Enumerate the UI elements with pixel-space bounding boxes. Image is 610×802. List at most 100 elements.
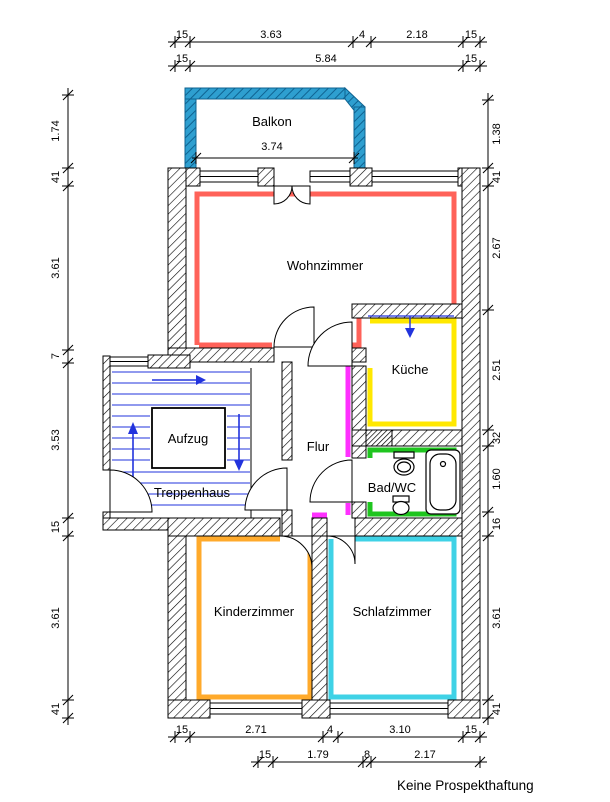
wall-kinder-schlaf bbox=[311, 535, 328, 701]
dim-label: 41 bbox=[50, 171, 62, 183]
kinderzimmer-door bbox=[279, 535, 313, 569]
schlafzimmer-label: Schlafzimmer bbox=[353, 604, 432, 619]
dim-label: 1.38 bbox=[491, 123, 503, 144]
dim-label: 2.67 bbox=[491, 237, 503, 258]
dim-label: 3.10 bbox=[389, 724, 410, 736]
balcony-door-left-leaf bbox=[273, 185, 293, 205]
dim-label: 5.84 bbox=[315, 53, 336, 65]
balkon-width-label: 3.74 bbox=[261, 141, 282, 153]
dim-label: 15 bbox=[465, 29, 477, 41]
dim-label: 8 bbox=[364, 749, 370, 761]
dim-label: 41 bbox=[50, 703, 62, 715]
bathroom-fixtures bbox=[392, 449, 461, 516]
dimension-labels: 15 3.63 4 2.18 15 15 5.84 15 15 2.71 4 3… bbox=[50, 29, 503, 761]
wall-flur-bad-1 bbox=[351, 445, 367, 459]
wall-wohnzimmer-kueche bbox=[351, 303, 463, 319]
wohnzimmer-label: Wohnzimmer bbox=[287, 258, 364, 273]
elevator: Aufzug bbox=[151, 407, 226, 469]
wall-top-2 bbox=[257, 167, 275, 187]
wall-treppenhaus-left-1 bbox=[102, 355, 111, 471]
dim-label: 3.61 bbox=[50, 257, 62, 278]
dim-label: 15 bbox=[465, 53, 477, 65]
bathtub-inner-icon bbox=[429, 453, 457, 511]
dim-label: 3.53 bbox=[50, 429, 62, 450]
dim-label: 1.79 bbox=[307, 749, 328, 761]
dim-label: 1.60 bbox=[491, 468, 503, 489]
stair-arrow-down-icon bbox=[234, 460, 244, 471]
schlafzimmer-outline bbox=[328, 536, 457, 700]
dim-label: 2.18 bbox=[406, 29, 427, 41]
dim-top-row1-line bbox=[168, 36, 487, 48]
dim-bottom-row1-line bbox=[168, 731, 487, 743]
wall-flur-rooms-1 bbox=[167, 517, 281, 537]
dim-label: 15 bbox=[176, 724, 188, 736]
treppenhaus-label: Treppenhaus bbox=[154, 485, 231, 500]
wall-flur-rooms-3 bbox=[354, 517, 463, 537]
bathtub-drain-icon bbox=[439, 460, 447, 468]
wohnzimmer-door bbox=[273, 306, 315, 348]
wall-top-4 bbox=[349, 167, 373, 187]
dim-label: 3.61 bbox=[491, 607, 503, 628]
bad-wc-label: Bad/WC bbox=[368, 480, 416, 495]
dim-label: 15 bbox=[259, 749, 271, 761]
wall-shaft bbox=[365, 429, 393, 447]
kueche-door bbox=[307, 321, 353, 367]
wall-flur-rooms-2 bbox=[311, 517, 328, 537]
wall-bottom-3 bbox=[447, 699, 481, 719]
doors bbox=[109, 185, 356, 569]
bad-door bbox=[309, 459, 353, 503]
balcony-walls bbox=[184, 86, 366, 169]
kinderzimmer-outline bbox=[196, 536, 313, 700]
dim-label: 2.51 bbox=[491, 359, 503, 380]
kitchen-beam bbox=[368, 315, 454, 338]
dim-label: 4 bbox=[359, 29, 365, 41]
toilet-icon bbox=[392, 500, 410, 516]
wall-treppenhaus-flur-2 bbox=[281, 509, 293, 537]
kueche-label: Küche bbox=[392, 362, 429, 377]
balcony-wall-top bbox=[184, 87, 346, 100]
balkon-label: Balkon bbox=[252, 114, 292, 129]
stair-arrow-right-icon bbox=[196, 375, 206, 385]
room-labels: Balkon Wohnzimmer Küche Flur Treppenhaus… bbox=[154, 114, 432, 619]
kinderzimmer-label: Kinderzimmer bbox=[214, 604, 295, 619]
dim-bottom-row2-line bbox=[251, 756, 487, 768]
dim-label: 41 bbox=[491, 703, 503, 715]
dim-label: 3.63 bbox=[260, 29, 281, 41]
kueche-outline bbox=[367, 318, 457, 427]
flur-label: Flur bbox=[307, 439, 330, 454]
dim-label: 16 bbox=[491, 518, 503, 530]
stair-arrow-up-icon bbox=[128, 422, 138, 434]
wall-flur-bad-2 bbox=[351, 501, 367, 519]
dim-label: 15 bbox=[465, 724, 477, 736]
windows bbox=[109, 170, 459, 715]
wall-treppenhaus-top bbox=[147, 354, 191, 369]
balcony-wall-left bbox=[184, 95, 197, 169]
wall-right bbox=[461, 167, 481, 701]
wall-left-lower bbox=[167, 535, 187, 701]
disclaimer-text: Keine Prospekthaftung bbox=[397, 778, 534, 793]
apartment-entry-door bbox=[244, 467, 288, 511]
dim-left-line bbox=[62, 88, 74, 725]
elevator-box bbox=[151, 407, 226, 469]
wall-treppenhaus-bottom bbox=[102, 517, 169, 531]
wall-flur-kueche bbox=[351, 365, 367, 431]
dim-label: 2.17 bbox=[414, 749, 435, 761]
wall-bottom-2 bbox=[301, 699, 331, 719]
wall-left-upper bbox=[167, 167, 187, 357]
balcony-wall-right bbox=[353, 106, 366, 169]
wall-bottom-1 bbox=[167, 699, 211, 719]
balcony-dim-line bbox=[190, 152, 360, 164]
dim-label: 15 bbox=[176, 53, 188, 65]
dim-label: 1.74 bbox=[50, 120, 62, 141]
dim-label: 7 bbox=[50, 353, 62, 359]
schlafzimmer-door bbox=[326, 535, 356, 565]
aufzug-label: Aufzug bbox=[168, 431, 208, 446]
stairwell-door bbox=[109, 469, 153, 513]
dim-label: 2.71 bbox=[245, 724, 266, 736]
dim-label: 32 bbox=[491, 432, 503, 444]
balcony-door-right-leaf bbox=[291, 185, 311, 205]
sink-backsplash bbox=[393, 451, 415, 459]
dim-label: 15 bbox=[50, 521, 62, 533]
